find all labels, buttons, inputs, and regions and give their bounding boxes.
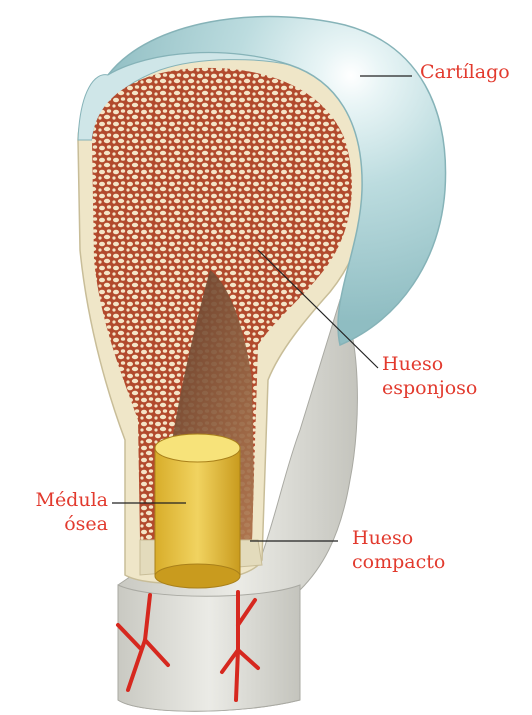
label-compact-bone-line-1: Hueso xyxy=(352,526,445,550)
label-spongy-bone-line-1: Hueso xyxy=(382,352,477,376)
label-bone-marrow-line-1: Médula xyxy=(10,488,108,512)
label-compact-bone-line-2: compacto xyxy=(352,550,445,574)
label-bone-marrow: Médula ósea xyxy=(10,488,108,536)
label-cartilage-text: Cartílago xyxy=(420,60,510,84)
label-spongy-bone-line-2: esponjoso xyxy=(382,376,477,400)
label-spongy-bone: Hueso esponjoso xyxy=(382,352,477,400)
label-compact-bone: Hueso compacto xyxy=(352,526,445,574)
bone-marrow-cylinder xyxy=(155,434,240,588)
label-cartilage: Cartílago xyxy=(420,60,510,84)
compact-bone-lower-shaft xyxy=(118,585,300,711)
label-bone-marrow-line-2: ósea xyxy=(10,512,108,536)
